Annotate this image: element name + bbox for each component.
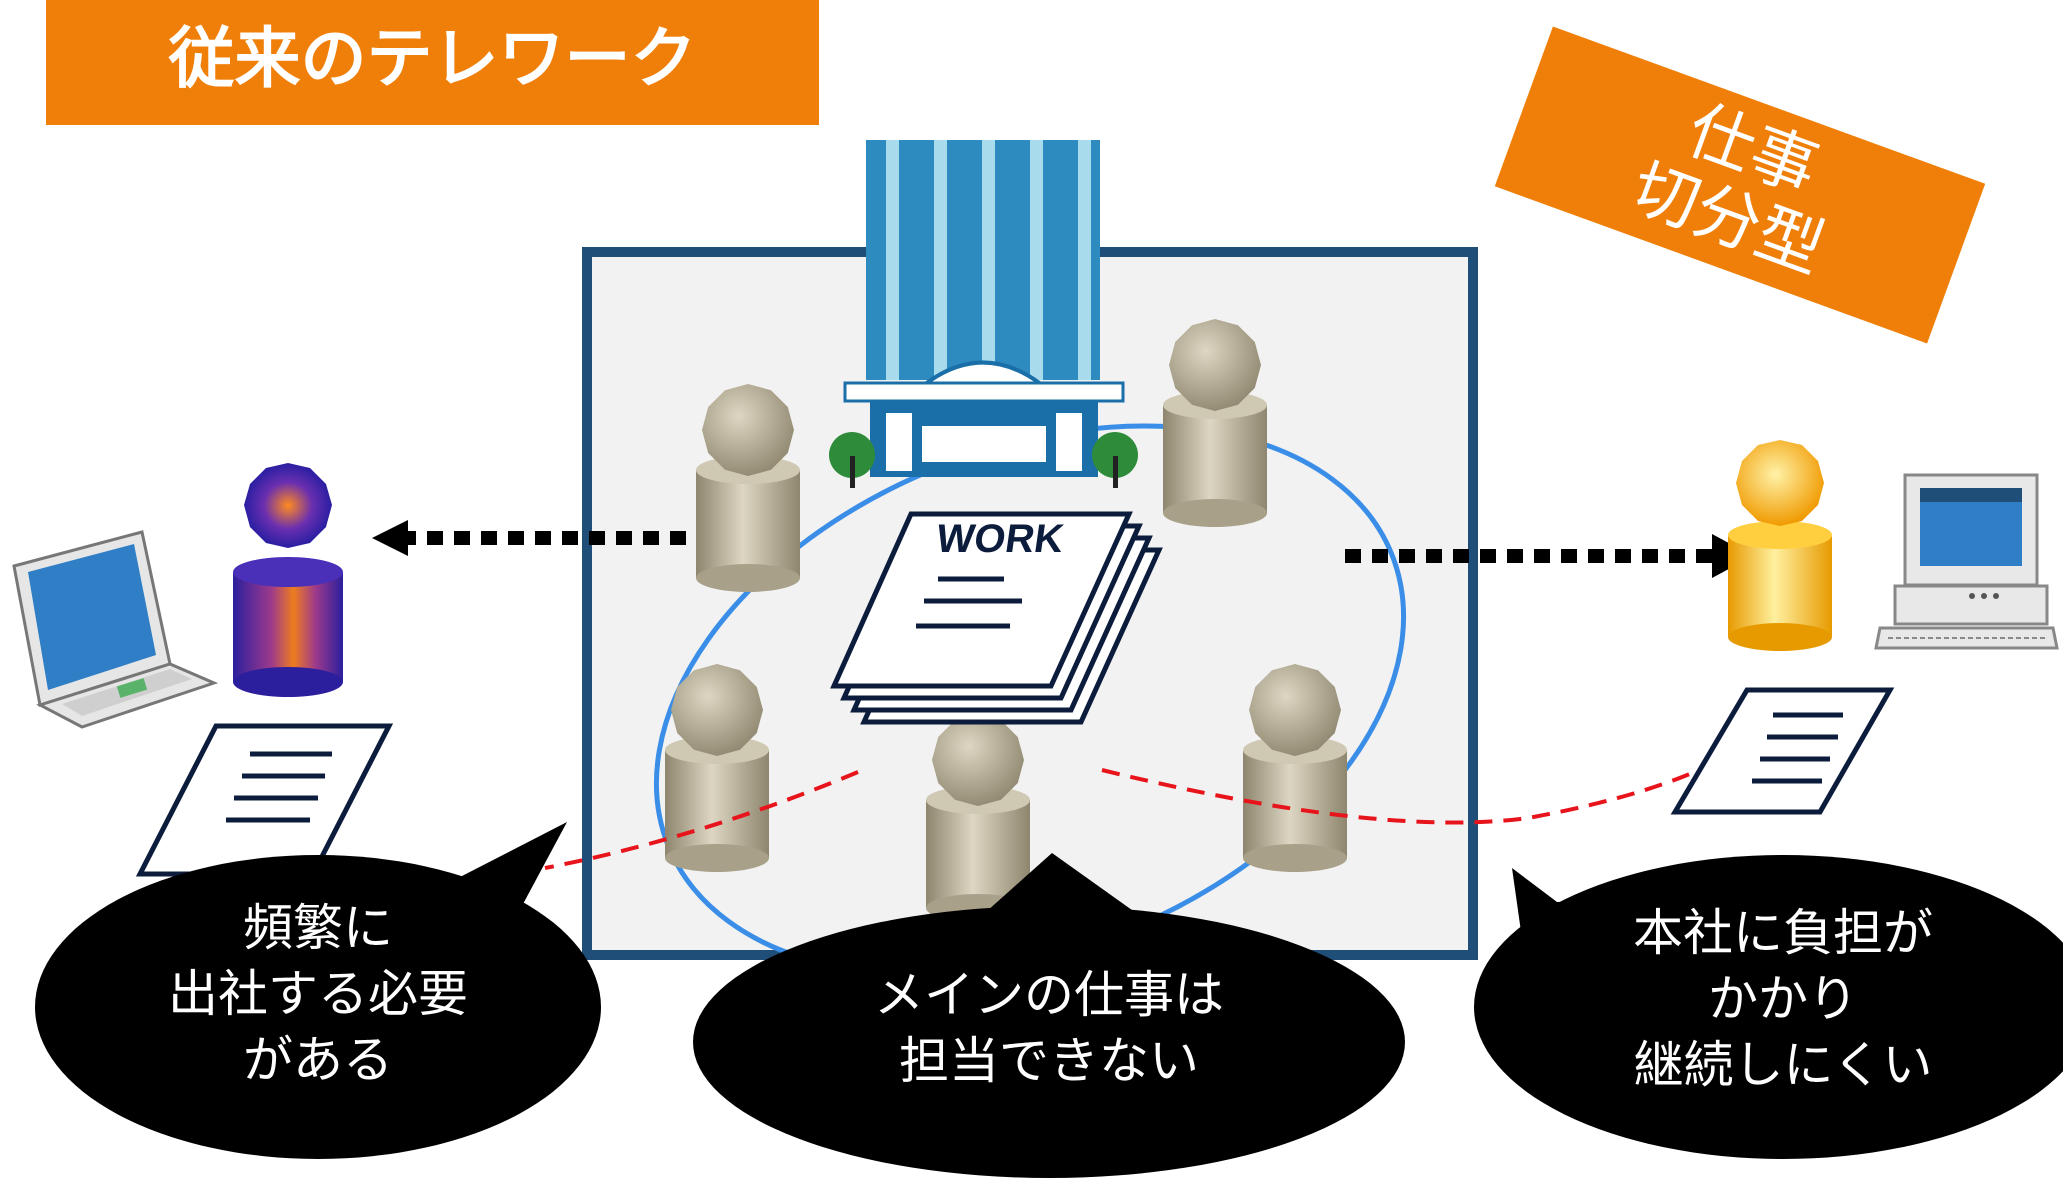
title-banner [46, 0, 819, 125]
callout-line: メインの仕事は [874, 966, 1224, 1024]
work-label: WORK [933, 517, 1067, 561]
callout-left [35, 822, 601, 1159]
desktop-computer-icon [1874, 473, 2059, 650]
callout-line: 継続しにくい [1633, 1036, 1933, 1094]
arrow-icon [372, 520, 408, 556]
callout-line: 出社する必要 [168, 965, 468, 1023]
title-text: 従来のテレワーク [168, 20, 697, 97]
callout-line: 担当できない [899, 1032, 1199, 1090]
worker-icon [1243, 664, 1347, 872]
document-icon [1670, 687, 1895, 815]
callout-line: 本社に負担が [1633, 904, 1933, 962]
tag-box [1494, 26, 1986, 344]
callout-line: 頻繁に [243, 899, 393, 957]
callout-right-text: 本社に負担が かかり 継続しにくい [1520, 900, 2046, 1098]
tree-icon [829, 432, 875, 488]
office-building-icon [843, 140, 1125, 477]
callout-left-text: 頻繁に 出社する必要 がある [80, 895, 556, 1093]
worker-icon [1728, 440, 1832, 651]
red-dashed-curve-left [544, 770, 859, 870]
worker-icon [696, 384, 800, 592]
worker-icon [665, 664, 769, 872]
callout-line: がある [243, 1031, 393, 1089]
worker-icon [1163, 319, 1267, 527]
worker-icon [233, 463, 343, 697]
work-document-stack-icon [830, 511, 1163, 725]
callout-center-text: メインの仕事は 担当できない [749, 962, 1349, 1094]
tree-icon [1092, 432, 1138, 488]
callout-line: かかり [1708, 970, 1858, 1028]
laptop-icon [12, 530, 219, 729]
callout-right [1474, 855, 2063, 1159]
callout-center [693, 853, 1405, 1178]
document-icon [135, 723, 394, 877]
